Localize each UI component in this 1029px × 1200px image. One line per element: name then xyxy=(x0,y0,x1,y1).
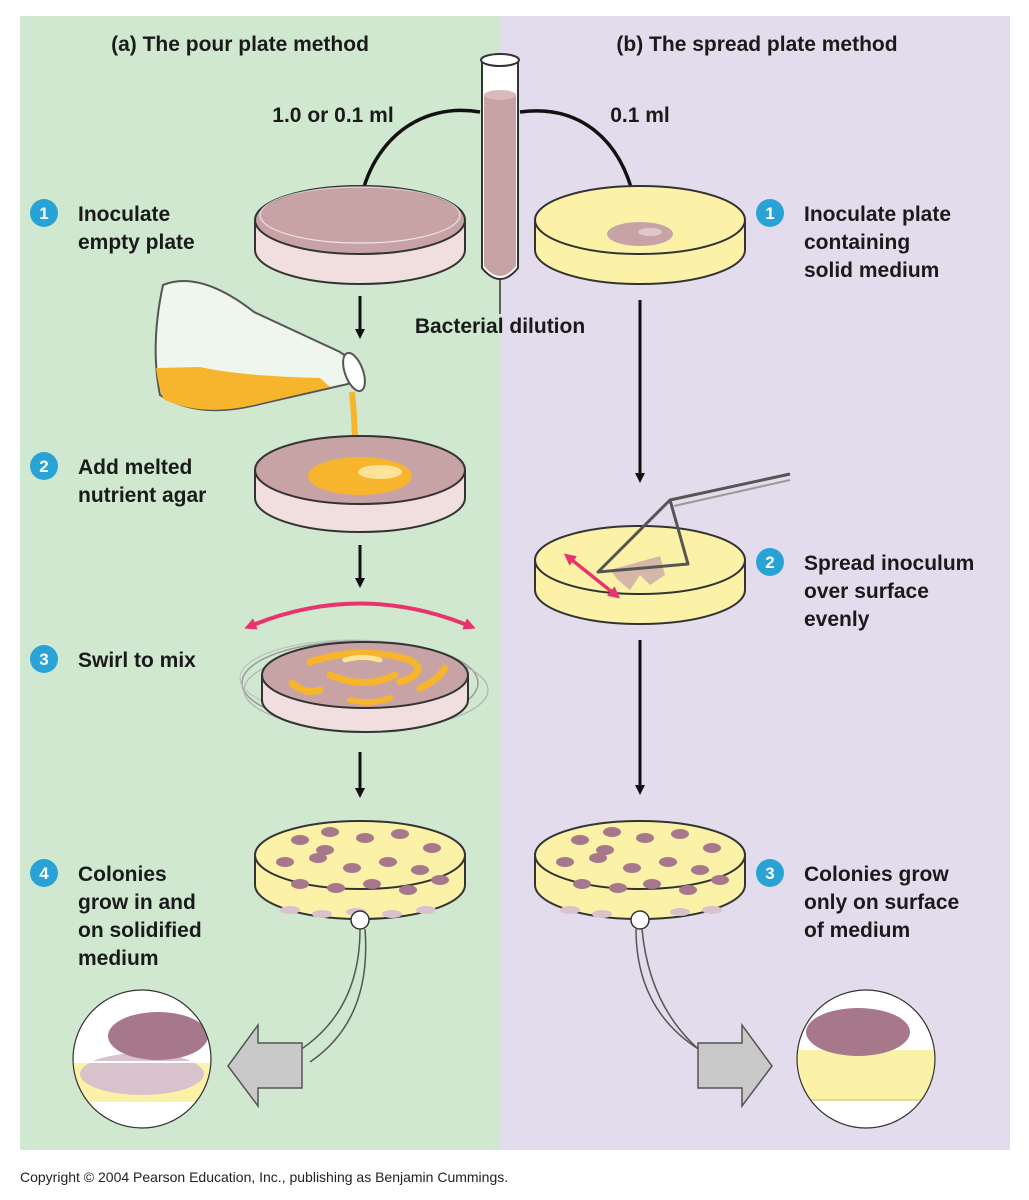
panel_b-step-2-number: 2 xyxy=(765,553,774,572)
zoom-arrow-b xyxy=(697,1022,773,1109)
panel_b-step-3-line: of medium xyxy=(804,919,910,942)
panel_a-step-1-line: empty plate xyxy=(78,231,195,254)
pour-colonies xyxy=(276,827,449,918)
panel_b-step-1-line: solid medium xyxy=(804,259,939,282)
panel_a-step-4-line: on solidified xyxy=(78,919,202,942)
colony xyxy=(431,875,449,885)
panel_b-step-1-badge xyxy=(756,199,784,227)
panel_a-step-3-line: Swirl to mix xyxy=(78,649,196,672)
panel_a-step-3-badge xyxy=(30,645,58,673)
edge-colony xyxy=(560,906,580,914)
test-tube xyxy=(480,53,520,314)
arrow-to-pour-plate xyxy=(356,108,481,206)
panel_a-step-2-line: Add melted xyxy=(78,456,192,479)
pour-steps: 1 Inoculate empty plate 2 Add melted nutrient… xyxy=(30,199,206,970)
zoom-arrow-a xyxy=(227,1022,303,1109)
spread-volume-label: 0.1 ml xyxy=(610,104,670,127)
panel_a-step-2-line: nutrient agar xyxy=(78,484,206,507)
panel_a-step-1-line: Inoculate xyxy=(78,203,170,226)
pour-plate-2 xyxy=(254,435,466,533)
panel_a-step-2-number: 2 xyxy=(39,457,48,476)
panel_b-step-1-number: 1 xyxy=(765,204,774,223)
colony xyxy=(391,829,409,839)
pour-plate-title: (a) The pour plate method xyxy=(111,33,369,56)
colony xyxy=(556,857,574,867)
colony xyxy=(379,857,397,867)
spread-colonies xyxy=(556,827,729,918)
panel_a-step-4-line: grow in and xyxy=(78,891,196,914)
colony xyxy=(589,853,607,863)
panel_a-step-4-line: medium xyxy=(78,947,159,970)
colony xyxy=(573,879,591,889)
spread-plate-1 xyxy=(534,185,746,285)
pour-plate-panel xyxy=(20,16,500,1150)
copyright-notice: Copyright © 2004 Pearson Education, Inc.… xyxy=(20,1169,508,1185)
panel_b-step-3-number: 3 xyxy=(765,864,774,883)
arrow-to-spread-plate xyxy=(519,109,639,206)
colony xyxy=(321,827,339,837)
spread-arrow-icon xyxy=(563,553,621,599)
colony xyxy=(309,853,327,863)
subsurface-colony xyxy=(312,910,332,918)
subsurface-colony xyxy=(416,906,436,914)
panel_a-step-4-number: 4 xyxy=(39,864,49,883)
panel_b-step-3-line: Colonies grow xyxy=(804,863,949,886)
swirl-arrow-icon xyxy=(244,601,476,630)
subsurface-colony xyxy=(382,910,402,918)
colony xyxy=(411,865,429,875)
colony xyxy=(291,835,309,845)
colony xyxy=(423,843,441,853)
spread-plate-3 xyxy=(534,820,746,930)
panel_b-step-2-line: Spread inoculum xyxy=(804,552,974,575)
pour-plate-4 xyxy=(254,820,466,930)
colony xyxy=(703,843,721,853)
colony xyxy=(671,829,689,839)
panel_a-step-4-line: Colonies xyxy=(78,863,167,886)
colony xyxy=(363,879,381,889)
colony xyxy=(643,879,661,889)
colony xyxy=(343,863,361,873)
colony xyxy=(711,875,729,885)
panel_a-step-2-badge xyxy=(30,452,58,480)
pour-plate-3 xyxy=(239,639,489,733)
colony xyxy=(679,885,697,895)
panel_a-step-1-number: 1 xyxy=(39,204,48,223)
spread-steps: 1 Inoculate plate containing solid medium 2 S… xyxy=(756,199,974,942)
pour-volume-label: 1.0 or 0.1 ml xyxy=(272,104,393,127)
colony xyxy=(327,883,345,893)
colony xyxy=(571,835,589,845)
colony xyxy=(691,865,709,875)
colony xyxy=(609,883,627,893)
panel_b-step-2-line: evenly xyxy=(804,608,870,631)
colony xyxy=(316,845,334,855)
colony xyxy=(623,863,641,873)
bacterial-dilution-label: Bacterial dilution xyxy=(415,315,585,338)
colony xyxy=(356,833,374,843)
panel_b-step-2-badge xyxy=(756,548,784,576)
panel_b-step-1-line: containing xyxy=(804,231,910,254)
colony xyxy=(659,857,677,867)
panel_b-step-3-badge xyxy=(756,859,784,887)
panel_a-step-4-badge xyxy=(30,859,58,887)
edge-colony xyxy=(670,908,690,916)
panel_b-step-2-line: over surface xyxy=(804,580,929,603)
edge-colony xyxy=(592,910,612,918)
panel_a-step-3-number: 3 xyxy=(39,650,48,669)
colony xyxy=(596,845,614,855)
colony xyxy=(603,827,621,837)
edge-colony xyxy=(702,906,722,914)
panel_b-step-3-line: only on surface xyxy=(804,891,959,914)
panel_b-step-1-line: Inoculate plate xyxy=(804,203,951,226)
colony xyxy=(399,885,417,895)
panel_a-step-1-badge xyxy=(30,199,58,227)
pour-plate-1 xyxy=(254,185,466,285)
subsurface-colony xyxy=(280,906,300,914)
colony xyxy=(276,857,294,867)
spread-plate-title: (b) The spread plate method xyxy=(616,33,897,56)
flask-icon xyxy=(154,280,366,479)
colony xyxy=(636,833,654,843)
colony xyxy=(291,879,309,889)
